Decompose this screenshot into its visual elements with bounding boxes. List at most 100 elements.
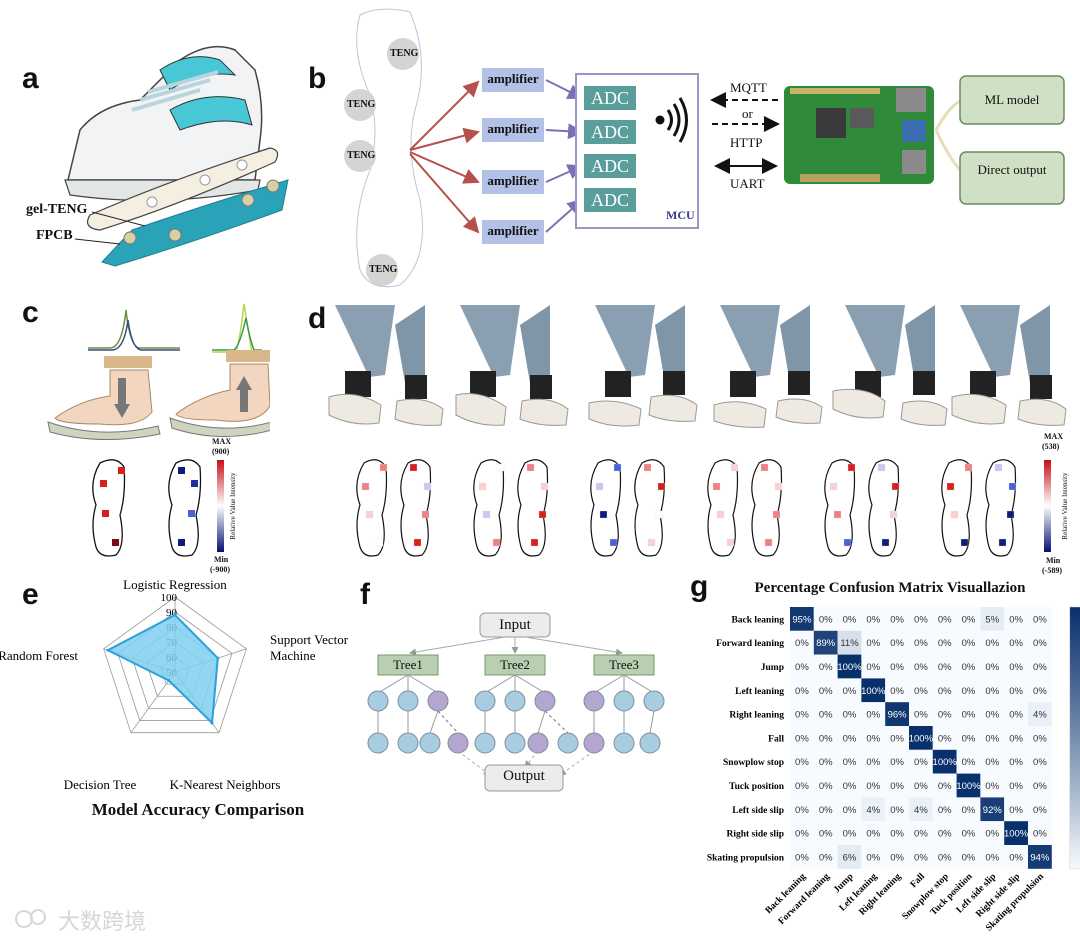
amplifier-label-2: amplifier — [487, 121, 539, 136]
heatmap-value-label: 0% — [1033, 733, 1047, 744]
heatmap-row-label: Fall — [768, 734, 784, 744]
heatmap-value-label: 0% — [866, 662, 880, 673]
heatmap-value-label: 0% — [1033, 638, 1047, 649]
radar-point — [106, 648, 110, 652]
pressure-cell — [492, 538, 501, 547]
pressure-cell — [599, 510, 608, 519]
heatmap-row-label: Right leaning — [729, 711, 784, 721]
heatmap-value-label: 0% — [914, 662, 928, 673]
heatmap-cell — [1004, 654, 1028, 679]
heatmap-value-label: 4% — [1033, 710, 1047, 721]
heatmap-value-label: 0% — [819, 781, 833, 792]
heatmap-cell — [956, 845, 981, 869]
heatmap-cell — [885, 773, 909, 798]
heatmap-cell — [980, 845, 1005, 869]
heatmap-value-label: 0% — [914, 710, 928, 721]
radar-chart-title: Model Accuracy Comparison — [91, 800, 305, 819]
heatmap-cell — [932, 678, 957, 703]
heatmap-value-label: 0% — [866, 638, 880, 649]
heatmap-cell — [956, 654, 981, 679]
heatmap-cell — [932, 702, 957, 726]
heatmap-cell — [932, 821, 957, 845]
panel-c-min-value: (-900) — [210, 565, 230, 574]
heatmap-cell — [1028, 749, 1052, 774]
heatmap-cell — [909, 726, 933, 750]
heatmap-value-label: 0% — [1033, 829, 1047, 840]
heatmap-cell — [909, 607, 933, 631]
panel-letter-d: d — [308, 302, 327, 335]
panel-c-insole-maps — [92, 459, 202, 557]
heatmap-cell — [790, 654, 814, 679]
heatmap-value-label: 0% — [819, 733, 833, 744]
heatmap-value-label: 0% — [890, 638, 904, 649]
heatmap-cell — [837, 654, 862, 679]
heatmap-cell — [956, 821, 981, 845]
heatmap-cell — [790, 749, 814, 774]
heatmap-cell — [837, 821, 862, 845]
pressure-cell — [829, 482, 838, 491]
heatmap-cell — [885, 797, 909, 822]
heatmap-cell — [909, 630, 933, 655]
heatmap-value-label: 0% — [819, 805, 833, 816]
radar-point — [210, 721, 214, 725]
heatmap-cell — [956, 702, 981, 726]
heatmap-value-label: 0% — [1009, 710, 1023, 721]
radar-category-label: Random Forest — [0, 648, 78, 663]
heatmap-value-label: 0% — [843, 781, 857, 792]
radar-tick-label: 90 — [166, 607, 178, 619]
insole-pair-1 — [356, 459, 432, 557]
heatmap-cell — [932, 654, 957, 679]
heatmap-cell — [790, 797, 814, 822]
insole-outline-right — [400, 459, 432, 557]
heatmap-value-label: 0% — [985, 829, 999, 840]
wireless-icon — [655, 97, 688, 143]
heatmap-cell — [813, 821, 838, 845]
radar-spoke — [130, 671, 176, 733]
heatmap-cell — [1004, 678, 1028, 703]
heatmap-cell — [861, 702, 886, 726]
heatmap-cell — [1004, 749, 1028, 774]
heatmap-cell — [909, 845, 933, 869]
heatmap-cell — [909, 797, 933, 822]
heatmap-cell — [861, 678, 886, 703]
adc-label-4: ADC — [590, 190, 629, 210]
panel-d-max-value: (538) — [1042, 442, 1060, 451]
heatmap-value-label: 0% — [1009, 852, 1023, 863]
pressure-cell — [833, 510, 842, 519]
heatmap-value-label: 0% — [938, 614, 952, 625]
pressure-cell — [482, 510, 491, 519]
teng-label-1: TENG — [390, 48, 419, 59]
output-ml-model: ML model — [984, 92, 1040, 107]
panel-g-confusion-matrix: 95%0%0%0%0%0%0%0%5%0%0%Back leaning0%89%… — [707, 606, 1080, 934]
pressure-cell — [413, 538, 422, 547]
heatmap-cell — [861, 773, 886, 798]
heatmap-value-label: 0% — [795, 852, 809, 863]
heatmap-cell — [790, 845, 814, 869]
heatmap-cell — [790, 773, 814, 798]
heatmap-value-label: 0% — [1009, 781, 1023, 792]
panel-letter-b: b — [308, 62, 327, 95]
radar-point — [173, 613, 177, 617]
heatmap-value-label: 0% — [819, 710, 833, 721]
heatmap-value-label: 0% — [962, 710, 976, 721]
amplifier-label-1: amplifier — [487, 71, 539, 86]
panel-c-min-label: Min — [214, 555, 229, 564]
heatmap-row-label: Right side slip — [726, 830, 784, 840]
pressure-cell — [877, 463, 886, 472]
heatmap-value-label: 4% — [914, 805, 928, 816]
protocol-mqtt: MQTT — [730, 80, 767, 95]
insole-pair-4 — [707, 459, 783, 557]
heatmap-value-label: 100% — [837, 662, 862, 673]
heatmap-cell — [980, 607, 1005, 631]
heatmap-cell — [980, 654, 1005, 679]
heatmap-cell — [861, 654, 886, 679]
heatmap-value-label: 0% — [866, 733, 880, 744]
pressure-cell — [760, 463, 769, 472]
heatmap-value-label: 0% — [795, 733, 809, 744]
heatmap-value-label: 0% — [985, 638, 999, 649]
heatmap-value-label: 0% — [890, 662, 904, 673]
heatmap-value-label: 92% — [983, 805, 1003, 816]
heatmap-value-label: 0% — [890, 781, 904, 792]
heatmap-value-label: 0% — [1009, 686, 1023, 697]
